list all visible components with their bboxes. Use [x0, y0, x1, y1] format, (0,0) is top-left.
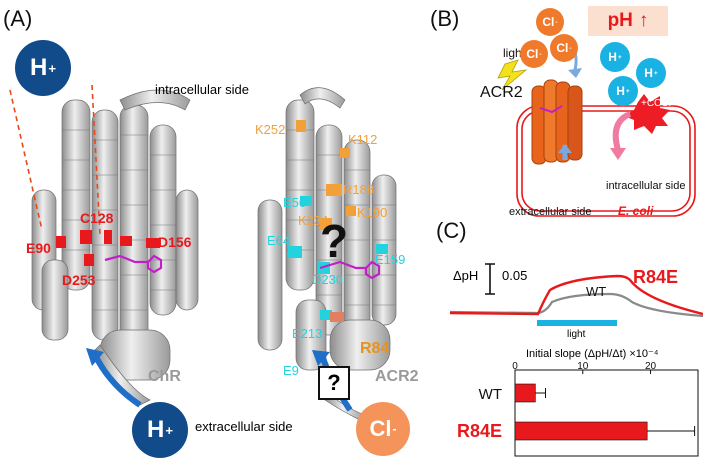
cell-schematic — [497, 38, 696, 217]
chloride-ion-2: Cl- — [520, 40, 548, 68]
residue-e9: E9 — [283, 363, 299, 378]
acr2-barrel — [531, 79, 583, 165]
x-tick-label-0: 0 — [512, 361, 518, 372]
panel-a-label: (A) — [3, 6, 33, 31]
residue-e159: E159 — [375, 252, 406, 267]
light-label: light — [503, 46, 526, 60]
b-extracellular-label: extracellular side — [509, 206, 592, 218]
extracellular-label: extracellular side — [195, 419, 293, 434]
category-label-wt: WT — [479, 386, 502, 403]
ph-badge: pH↑ — [588, 6, 668, 36]
ph-traces — [450, 263, 703, 326]
proton-ion-bottom: H+ — [132, 402, 188, 458]
trace-r84e-label: R84E — [633, 267, 679, 287]
dph-label: ΔpH — [453, 268, 479, 283]
residue-k112: K112 — [348, 132, 378, 147]
r84-stick — [330, 312, 344, 322]
residue-e56: E56 — [283, 195, 307, 210]
lightning-icon — [497, 59, 528, 91]
residue-e90: E90 — [26, 240, 51, 256]
intracellular-label: intracellular side — [155, 82, 249, 97]
b-intracellular-label: intracellular side — [606, 180, 686, 192]
panel-b-label: (B) — [430, 6, 460, 31]
proton-ion-b1: H+ — [600, 42, 630, 72]
c-light-label: light — [567, 329, 586, 340]
pore-line-right — [91, 84, 101, 236]
panel-c-label: (C) — [436, 218, 467, 243]
chr-residue-sticks — [56, 230, 160, 266]
residue-r84: R84 — [360, 340, 390, 357]
category-label-r84e: R84E — [457, 421, 502, 441]
chloride-ion-bottom: Cl- — [356, 402, 410, 456]
x-tick-label-2: 20 — [645, 361, 657, 372]
residue-e64: E64 — [267, 233, 291, 248]
scale-bar — [485, 263, 495, 295]
chr-label: ChR — [148, 368, 181, 385]
residue-d230: D230 — [312, 272, 344, 287]
scale-value: 0.05 — [502, 268, 528, 283]
chart-title: Initial slope (ΔpH/Δt) ×10⁻⁴ — [526, 348, 659, 360]
proton-ion-b2: H+ — [636, 58, 666, 88]
chloride-ion-3: Cl- — [550, 34, 578, 62]
chr-retinal — [104, 254, 163, 274]
cccp-burst — [624, 94, 670, 134]
unknown-entry-box: ? — [318, 366, 350, 400]
acr2-membrane-label: ACR2 — [480, 84, 523, 101]
proton-ion-top: H+ — [15, 40, 71, 96]
bar-r84e — [514, 421, 648, 441]
residue-d156: D156 — [158, 234, 192, 250]
residue-k190: K190 — [357, 205, 388, 220]
residue-r188: R188 — [343, 182, 375, 197]
helix-drawing — [9, 84, 397, 421]
trace-wt — [450, 292, 703, 318]
residue-e213: E213 — [292, 326, 323, 341]
acr2-label: ACR2 — [375, 368, 419, 385]
plot-frame — [514, 369, 699, 457]
chr-proton-arrow — [92, 353, 142, 408]
bar-wt — [514, 383, 536, 403]
proton-leak-arrow — [612, 111, 632, 151]
residue-k252: K252 — [255, 122, 286, 137]
residue-c128: C128 — [80, 210, 114, 226]
pore-line-left — [9, 89, 43, 231]
chr-helix-stripes — [62, 129, 176, 311]
unknown-pathway-mark: ? — [320, 215, 349, 267]
trace-wt-label: WT — [586, 284, 607, 299]
acr2-retinal — [319, 260, 381, 280]
proton-ion-b3: H+ — [608, 76, 638, 106]
acr2-orange-sticks — [296, 120, 356, 230]
ecoli-label: E. coli — [618, 204, 654, 218]
light-bar — [537, 320, 617, 326]
cccp-label: +CCCP — [641, 98, 676, 109]
x-tick-label-1: 10 — [577, 361, 589, 372]
chloride-ion-1: Cl- — [536, 8, 564, 36]
trace-r84e — [450, 274, 703, 316]
residue-k234: K234 — [298, 213, 329, 228]
residue-d253: D253 — [62, 272, 96, 288]
acr2-cyan-sticks — [288, 196, 388, 320]
